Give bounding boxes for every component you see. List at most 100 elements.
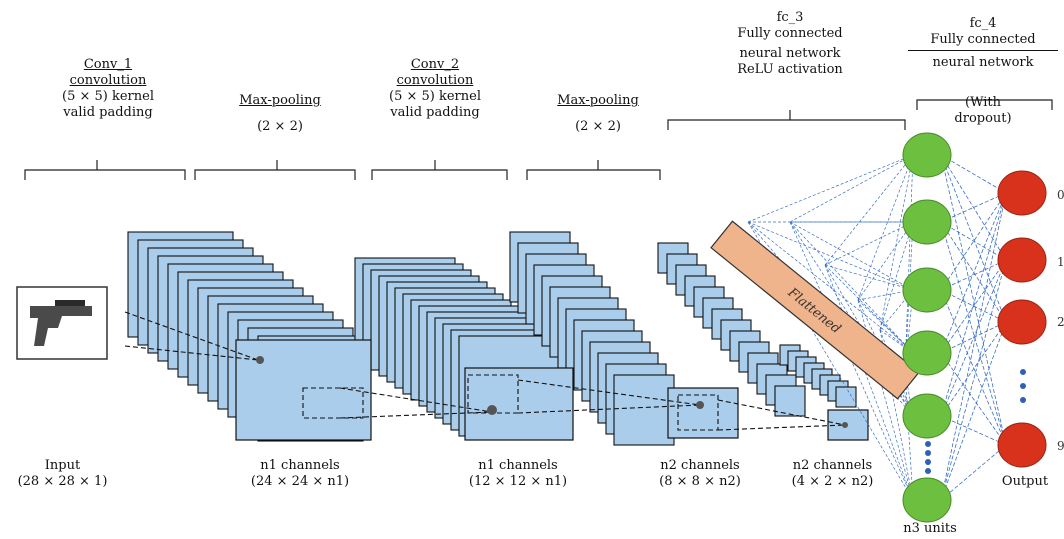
connector-dots (256, 356, 848, 428)
fc4-link (940, 192, 1007, 291)
feature-stack-5 (779, 344, 857, 408)
fc4-label: fc_4 Fully connected neural network (Wit… (908, 16, 1058, 127)
fc4-link (940, 192, 1007, 417)
output-caption: Output (1001, 474, 1049, 489)
fc3-link (747, 221, 914, 354)
fc4-link (940, 221, 1007, 323)
feature-map (613, 374, 675, 446)
fc3-link (857, 154, 914, 301)
fc3-link (747, 154, 914, 223)
fc4-link (940, 154, 1007, 194)
fc4-link (940, 154, 1007, 446)
layer1-caption: n1 channels (24 × 24 × n1) (230, 458, 370, 490)
braces (24, 99, 1053, 180)
layer3-caption-line1: n2 channels (660, 458, 740, 473)
input-caption-line1: Input (44, 458, 81, 473)
layer2-caption-line1: n1 channels (478, 458, 558, 473)
fc4-link (940, 221, 1007, 261)
hidden-neuron-4 (902, 330, 952, 376)
brace-conv2 (371, 160, 508, 180)
fc3-link (879, 329, 914, 354)
output-mark-1: 1 (1057, 255, 1064, 269)
hidden-neuron-3 (902, 267, 952, 313)
output-neuron-2 (997, 237, 1047, 283)
fc3-link (789, 154, 914, 223)
conv1-title: Conv_1 (83, 57, 133, 72)
fc4-link (940, 259, 1007, 354)
pool2-label: Max-pooling (2 × 2) (528, 93, 668, 135)
pool2-title: Max-pooling (557, 93, 639, 108)
brace-fc4 (916, 99, 1053, 110)
hidden-neuron-6 (902, 477, 952, 523)
fc3-link (789, 221, 914, 291)
output-neuron-1 (997, 170, 1047, 216)
fc3-link (857, 299, 914, 501)
output-neuron-4 (997, 422, 1047, 468)
conv2-line1: convolution (396, 73, 474, 88)
fc3-link (824, 154, 914, 266)
front-feature-map-2 (464, 367, 574, 441)
fc4-link (940, 192, 1007, 501)
fc3-link (857, 299, 914, 417)
fc3-link (904, 289, 914, 373)
fc3-link (857, 221, 914, 301)
layer3-caption: n2 channels (8 × 8 × n2) (640, 458, 760, 490)
fc4-line1: Fully connected (908, 32, 1058, 51)
conv2-label: Conv_2 convolution (5 × 5) kernel valid … (365, 57, 505, 121)
pool1-title: Max-pooling (239, 93, 321, 108)
units-caption: n3 units (903, 521, 957, 536)
neurons (902, 132, 1047, 523)
brace-conv1 (24, 160, 186, 180)
brace-pool1 (194, 160, 356, 180)
connector-lines (124, 311, 846, 431)
conv1-label: Conv_1 convolution (5 × 5) kernel valid … (38, 57, 178, 121)
brace-fc3 (667, 110, 906, 130)
fc4-link (940, 221, 1007, 446)
fc3-link (879, 221, 914, 331)
fc3-link (904, 154, 914, 373)
feature-stack-4 (657, 242, 806, 417)
layer2-caption: n1 channels (12 × 12 × n1) (448, 458, 588, 490)
fc3-title: fc_3 (776, 10, 804, 25)
fc4-link (940, 192, 1007, 354)
fc3-line3: ReLU activation (737, 62, 843, 77)
input-image (16, 286, 108, 360)
fc4-link (940, 289, 1007, 446)
fc4-title: fc_4 (969, 16, 997, 31)
output-marks: 0 1 2 9 (1057, 188, 1064, 453)
hidden-neuron-1 (902, 132, 952, 178)
layer2-caption-line2: (12 × 12 × n1) (468, 474, 568, 489)
fc4-line2: neural network (932, 55, 1034, 70)
ellipsis-dots (925, 369, 1026, 474)
conv1-line3: valid padding (63, 105, 153, 120)
conv2-title: Conv_2 (410, 57, 460, 72)
brace-pool2 (526, 160, 661, 180)
pool1-line1: (2 × 2) (257, 119, 303, 134)
fc3-link (857, 299, 914, 354)
fc4-link (940, 352, 1007, 446)
layer4-caption: n2 channels (4 × 2 × n2) (770, 458, 895, 490)
fc4-link (940, 444, 1007, 501)
fc4-link (940, 259, 1007, 501)
conv2-line3: valid padding (390, 105, 480, 120)
nn-links (747, 154, 1007, 501)
conv1-line1: convolution (69, 73, 147, 88)
output-mark-9: 9 (1057, 439, 1064, 453)
fc3-link (904, 371, 914, 501)
hidden-neuron-5 (902, 393, 952, 439)
feature-map (835, 386, 857, 408)
fc4-link (940, 154, 1007, 261)
layer4-caption-line2: (4 × 2 × n2) (791, 474, 874, 489)
fc3-link (879, 329, 914, 501)
input-caption: Input (28 × 28 × 1) (0, 458, 125, 490)
fc3-link (824, 221, 914, 266)
fc3-line1: Fully connected (737, 26, 843, 41)
fc3-link (747, 221, 914, 501)
layer1-caption-line2: (24 × 24 × n1) (250, 474, 350, 489)
fc4-link (940, 321, 1007, 417)
fc4-link (940, 321, 1007, 501)
fc4-line3: (With (965, 95, 1001, 110)
fc3-link (824, 264, 914, 354)
fc3-line2: neural network (739, 46, 841, 61)
